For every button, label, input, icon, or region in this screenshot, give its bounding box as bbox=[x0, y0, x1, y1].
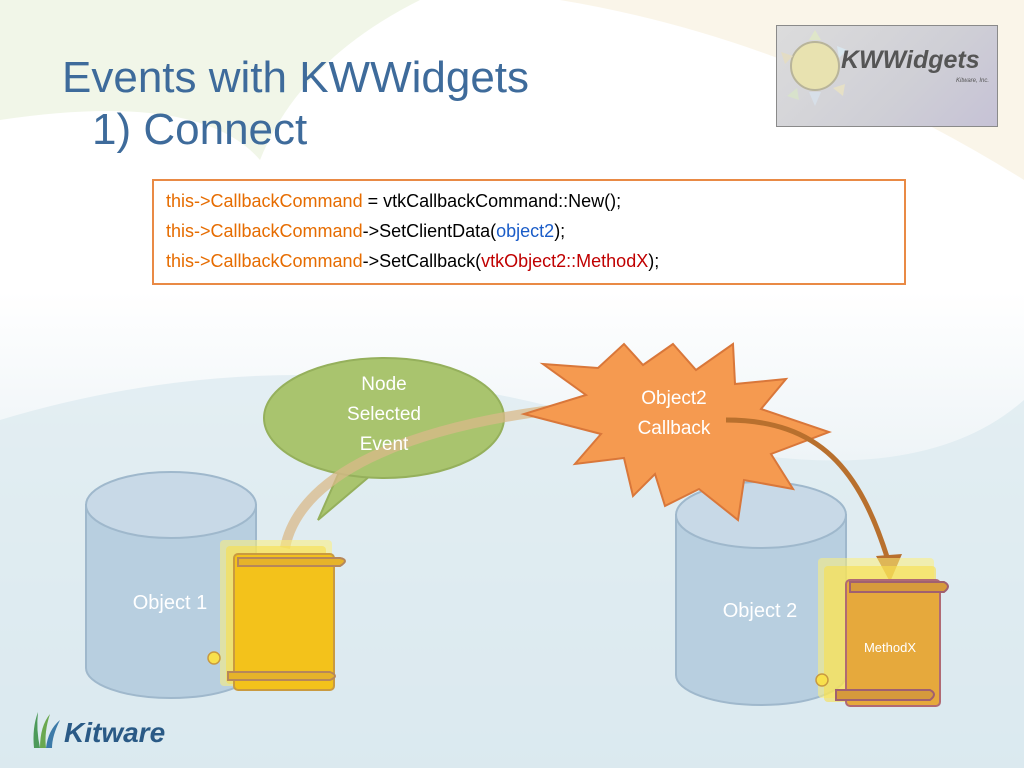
title-line-2: 1) Connect bbox=[92, 105, 308, 154]
event-speech-bubble bbox=[263, 357, 505, 521]
object2-label: Object 2 bbox=[722, 600, 798, 622]
kwwidgets-logo: KWWidgets Kitware, Inc. bbox=[776, 25, 998, 127]
code-token: vtkObject2::MethodX bbox=[481, 251, 649, 271]
code-token: this->CallbackCommand bbox=[166, 251, 363, 271]
code-snippet: this->CallbackCommand = vtkCallbackComma… bbox=[152, 179, 906, 285]
kitware-brand: Kitware bbox=[64, 717, 166, 748]
star-line: Callback bbox=[637, 418, 711, 439]
sun-icon bbox=[781, 30, 847, 106]
code-line-3: this->CallbackCommand->SetCallback(vtkOb… bbox=[166, 246, 904, 276]
logo-text: KWWidgets bbox=[841, 46, 980, 74]
title-line-1: Events with KWWidgets bbox=[62, 53, 530, 102]
code-token: this->CallbackCommand bbox=[166, 191, 363, 211]
method-scroll bbox=[815, 558, 949, 707]
code-token: ->SetCallback( bbox=[362, 251, 482, 271]
object1-cylinder bbox=[85, 471, 257, 699]
code-token: ); bbox=[554, 221, 566, 241]
starburst-label: Object2 Callback bbox=[604, 384, 744, 444]
code-line-1: this->CallbackCommand = vtkCallbackComma… bbox=[166, 186, 904, 216]
bubble-line: Selected bbox=[347, 404, 421, 425]
bubble-label: Node Selected Event bbox=[314, 370, 454, 460]
code-token: this->CallbackCommand bbox=[166, 221, 363, 241]
logo-subtext: Kitware, Inc. bbox=[955, 78, 989, 84]
bubble-line: Event bbox=[359, 434, 409, 455]
code-token: object2 bbox=[496, 221, 555, 241]
kitware-logo-icon bbox=[33, 712, 60, 748]
bubble-line: Node bbox=[361, 374, 407, 395]
star-line: Object2 bbox=[641, 388, 707, 409]
code-token: = vtkCallbackCommand::New(); bbox=[362, 191, 622, 211]
code-line-2: this->CallbackCommand->SetClientData(obj… bbox=[166, 216, 904, 246]
slide-title: Events with KWWidgets 1) Connect bbox=[62, 52, 529, 156]
object1-label: Object 1 bbox=[132, 592, 208, 614]
code-token: ); bbox=[648, 251, 660, 271]
object1-scroll bbox=[207, 540, 346, 691]
methodx-label: MethodX bbox=[863, 640, 917, 655]
callback-arrow bbox=[725, 417, 891, 561]
callback-starburst bbox=[520, 342, 832, 522]
code-token: ->SetClientData( bbox=[362, 221, 497, 241]
